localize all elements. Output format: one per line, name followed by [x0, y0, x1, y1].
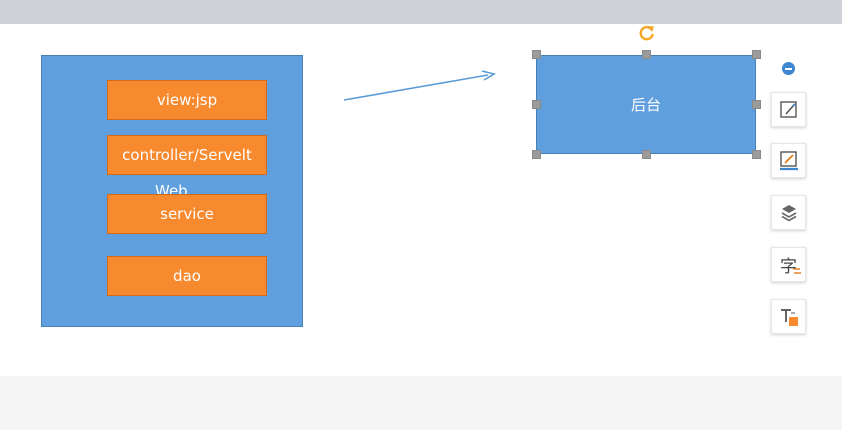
text-box-icon — [780, 308, 798, 326]
edit-style-button[interactable] — [771, 92, 806, 127]
layer-service[interactable]: service — [107, 194, 267, 234]
layer-dao[interactable]: dao — [107, 256, 267, 296]
line-color-button[interactable] — [771, 143, 806, 178]
resize-handle-left[interactable] — [532, 100, 541, 109]
resize-handle-top-right[interactable] — [752, 50, 761, 59]
edit-style-icon — [779, 100, 797, 118]
text-style-button[interactable]: 字 — [771, 247, 806, 282]
resize-handle-right[interactable] — [752, 100, 761, 109]
layer-view-jsp[interactable]: view:jsp — [107, 80, 267, 120]
collapse-icon[interactable] — [782, 62, 795, 75]
layers-icon — [781, 204, 796, 221]
web-container-label: Web — [155, 182, 188, 196]
resize-handle-bottom-right[interactable] — [752, 150, 761, 159]
resize-handle-top[interactable] — [642, 50, 651, 59]
canvas-bottom-area — [0, 376, 842, 430]
layer-controller-servlet[interactable]: controller/Servelt — [107, 135, 267, 175]
swap-arrows-icon — [793, 268, 801, 274]
resize-handle-top-left[interactable] — [532, 50, 541, 59]
backend-box[interactable]: 后台 — [536, 55, 756, 154]
top-toolbar-strip — [0, 0, 842, 24]
text-box-button[interactable] — [771, 299, 806, 334]
text-style-glyph: 字 — [780, 257, 797, 277]
layers-button[interactable] — [771, 195, 806, 230]
resize-handle-bottom-left[interactable] — [532, 150, 541, 159]
rotate-handle-icon[interactable] — [638, 24, 656, 42]
line-color-icon — [779, 150, 798, 170]
resize-handle-bottom[interactable] — [642, 150, 651, 159]
